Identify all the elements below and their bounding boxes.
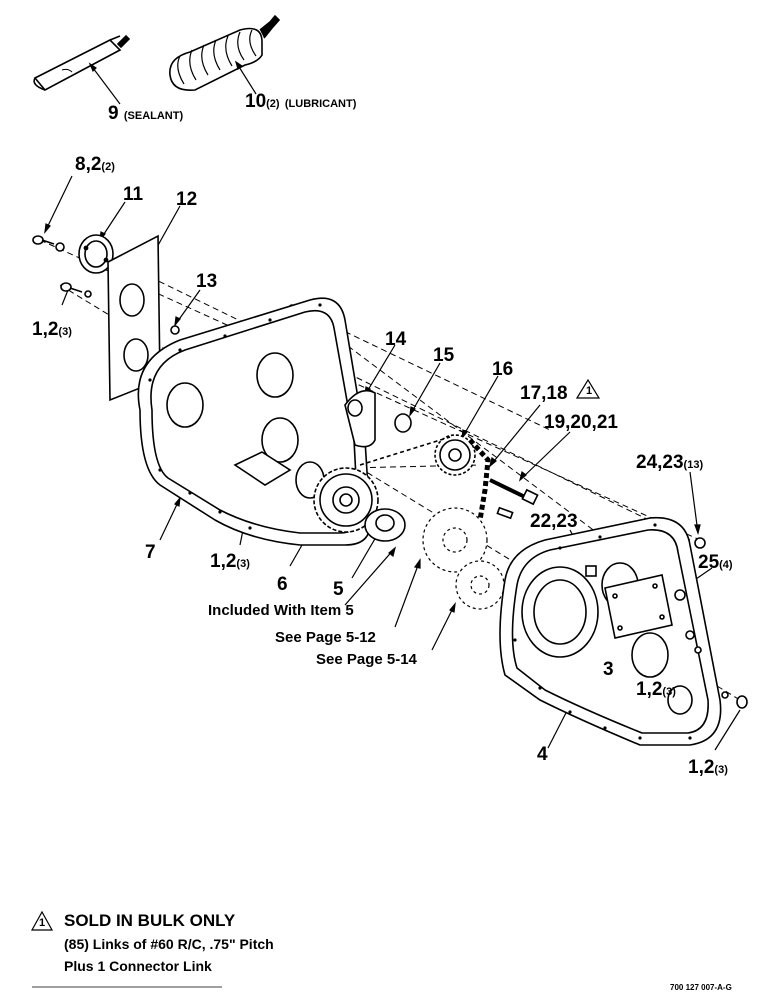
ref-included-with-item-5: Included With Item 5 — [208, 602, 354, 619]
bearing-flange — [78, 234, 114, 274]
callout-9: 9 (SEALANT) — [108, 103, 184, 124]
callout-16: 16 — [492, 359, 514, 380]
ref-see-page-5-12: See Page 5-12 — [275, 629, 376, 646]
callout-1-2-c: 1,2(3) — [636, 679, 676, 700]
callout-10: 10(2) (LUBRICANT) — [245, 91, 357, 112]
lubricant-coil — [169, 14, 281, 92]
bolt-holes — [148, 303, 692, 740]
callout-12: 12 — [176, 189, 198, 210]
small-bracket — [233, 451, 292, 486]
tensioner-bolt — [489, 478, 539, 520]
callout-24-23: 24,23(13) — [636, 452, 704, 473]
right-hardware — [585, 537, 748, 709]
callout-5: 5 — [333, 579, 344, 600]
callout-13: 13 — [196, 271, 218, 292]
callout-1-2-d: 1,2(3) — [688, 757, 728, 778]
callout-1-2-a: 1,2(3) — [32, 319, 72, 340]
callout-15: 15 — [433, 345, 455, 366]
callout-4: 4 — [537, 744, 548, 765]
phantom-sprockets — [422, 507, 505, 610]
callout-22-23: 22,23 — [530, 511, 578, 532]
callout-25: 25(4) — [698, 552, 733, 573]
small-sprocket — [434, 434, 476, 476]
roller-chain — [359, 436, 491, 521]
callout-11: 11 — [123, 184, 144, 205]
callout-19-20-21: 19,20,21 — [544, 412, 618, 433]
sealant-tube — [33, 34, 131, 92]
callout-17-18: 17,18 — [520, 383, 568, 404]
callout-14: 14 — [385, 329, 407, 350]
note-triangle-icon — [30, 378, 601, 931]
note-marker: 1 — [39, 917, 46, 929]
callout-17-18-note-marker: 1 — [586, 385, 593, 397]
drawing-number: 700 127 007-A-G — [670, 983, 732, 992]
callout-3: 3 — [603, 659, 614, 680]
callout-1-2-b: 1,2(3) — [210, 551, 250, 572]
large-sprocket — [313, 467, 379, 533]
callout-8: 8,2(2) — [75, 154, 115, 175]
callout-7: 7 — [145, 542, 156, 563]
ref-see-page-5-14: See Page 5-14 — [316, 651, 417, 668]
cover-plate — [604, 574, 673, 639]
shield-plate — [344, 389, 376, 448]
bushing — [394, 413, 412, 433]
note-title: SOLD IN BULK ONLY — [64, 911, 236, 930]
note-line-1: (85) Links of #60 R/C, .75" Pitch — [64, 936, 274, 952]
sprocket-hub — [364, 508, 406, 542]
callout-6: 6 — [277, 574, 288, 595]
note-line-2: Plus 1 Connector Link — [64, 958, 212, 974]
